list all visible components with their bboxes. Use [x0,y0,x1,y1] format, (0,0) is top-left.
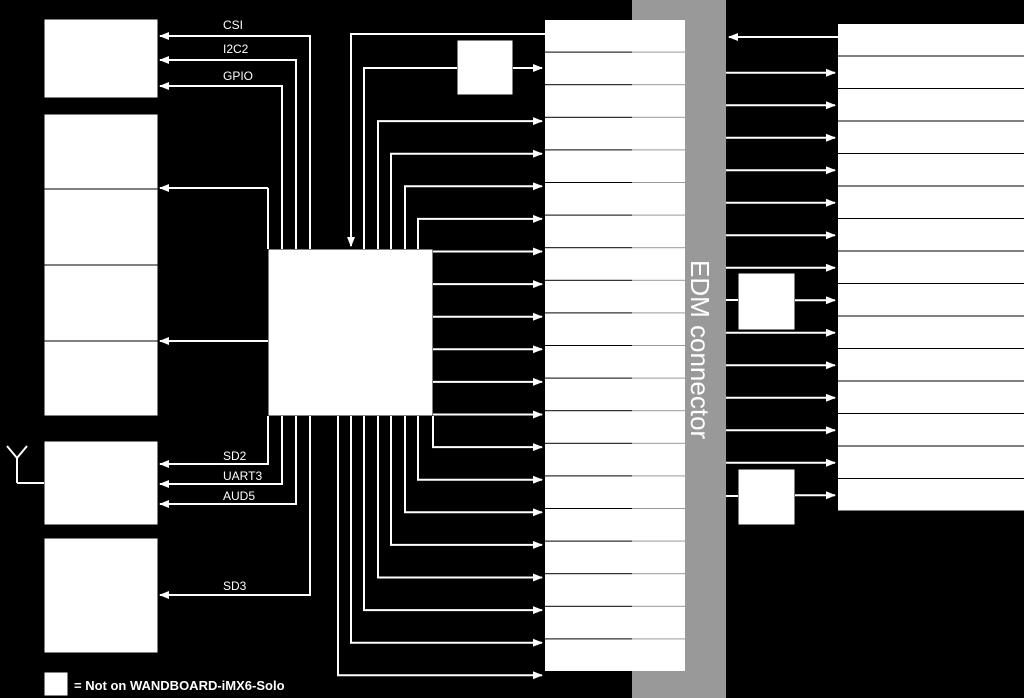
processor-wire [377,416,543,582]
processor-wire [417,416,543,484]
connector-pin-row [545,117,685,150]
processor-wire [390,149,543,249]
right-signal-row [838,414,1024,446]
right-signal-row [838,381,1024,413]
small-block-right-2 [737,468,796,526]
right-signal-row [838,121,1024,153]
right-signal-row [838,349,1024,381]
processor-wire [417,214,543,249]
antenna-icon [6,445,44,484]
connector-pin-row [545,20,685,52]
left-block-5 [43,340,159,417]
connector-pin-row [545,378,685,411]
processor-wires [337,117,543,680]
label-sd3: SD3 [223,579,247,593]
right-signal-row [838,219,1024,251]
left-block-1 [43,18,159,99]
connector-pin-row [545,509,685,541]
processor-wire [390,416,543,549]
right-signal-row [838,154,1024,186]
connector-pin-row [545,150,685,182]
processor-wire [363,416,543,615]
connector-pin-row [545,639,685,671]
label-csi: CSI [223,18,243,32]
processor-wire [404,182,543,249]
processor-wire [350,416,543,647]
processor-wire [337,416,543,680]
left-block-4 [43,264,159,342]
processor-wire [404,416,543,517]
small-block-top [456,39,514,96]
connector-pin-row [545,443,685,476]
small-block-right-1 [737,272,796,331]
label-aud5: AUD5 [223,489,255,503]
left-block-7 [43,537,159,654]
connector-pin-row [545,248,685,280]
processor-wire [432,416,543,452]
right-signal-row [838,479,1024,511]
right-signal-rows [726,24,1024,511]
connector-pin-row [545,215,685,248]
connector-pin-row [545,541,685,574]
connector-pin-row [545,280,685,313]
right-signal-row [838,284,1024,316]
right-signal-row [838,316,1024,348]
label-sd2: SD2 [223,449,247,463]
right-signal-row [838,186,1024,218]
label-i2c2: I2C2 [223,42,249,56]
right-signal-row [838,89,1024,121]
left-block-6 [43,440,159,526]
connector-pin-row [545,183,685,215]
legend-text: = Not on WANDBOARD-iMX6-Solo [74,678,285,693]
right-signal-row [838,56,1024,88]
connector-pin-row [545,606,685,639]
connector-pin-row [545,411,685,443]
right-signal-row [838,446,1024,478]
left-block-2 [43,113,159,190]
label-gpio: GPIO [223,69,253,83]
right-signal-row [838,24,1024,56]
connector-pin-row [545,574,685,606]
legend-swatch [43,671,69,697]
connector-pin-row [545,476,685,508]
connector-pin-row [545,346,685,378]
connector-pin-rows [545,20,685,671]
edm-connector-label: EDM connector [685,260,715,440]
connector-pin-row [545,313,685,345]
processor-wire [377,117,543,249]
bus-wires [159,32,545,599]
connector-pin-row [545,85,685,117]
processor-block [267,248,434,417]
left-block-3 [43,188,159,266]
connector-pin-row [545,52,685,85]
label-uart3: UART3 [223,469,262,483]
right-signal-row [838,251,1024,283]
